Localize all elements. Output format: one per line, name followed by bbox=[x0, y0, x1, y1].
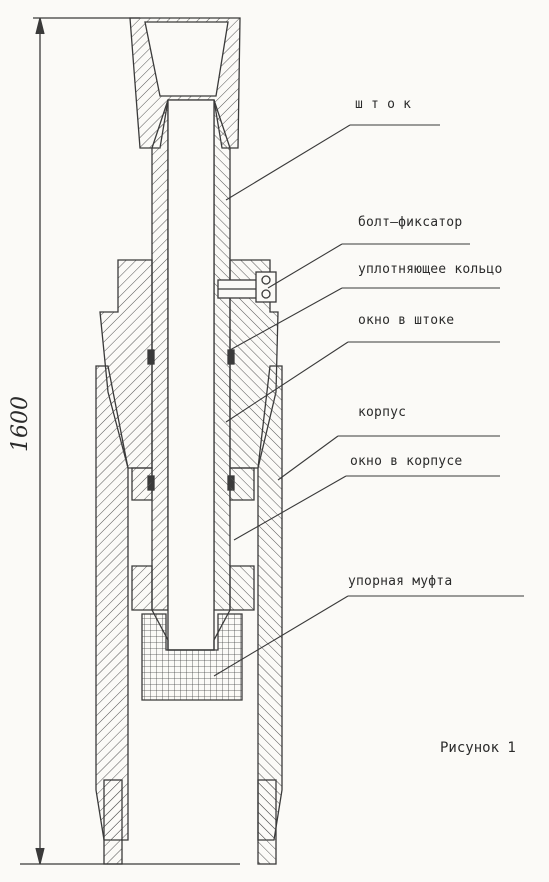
rod bbox=[151, 99, 231, 651]
leader-lines bbox=[213, 124, 524, 677]
figure-caption: Рисунок 1 bbox=[440, 740, 516, 756]
rod-window-label: окно в штоке bbox=[358, 313, 455, 328]
rod-label: ш т о к bbox=[355, 97, 412, 112]
body-window-label: окно в корпусе bbox=[350, 454, 463, 469]
stop-sleeve bbox=[141, 609, 243, 701]
dimension-value: 1600 bbox=[8, 396, 33, 452]
dimension-line bbox=[20, 17, 240, 865]
stop-sleeve-label: упорная муфта bbox=[348, 574, 453, 589]
lock-bolt-label: болт–фиксатор bbox=[358, 215, 463, 230]
top-coupling bbox=[129, 17, 241, 149]
seal-ring-label: уплотняющее кольцо bbox=[358, 262, 503, 277]
body-label: корпус bbox=[358, 405, 407, 420]
body bbox=[95, 365, 283, 865]
lock-bolt bbox=[217, 271, 277, 303]
inner-sleeve bbox=[131, 467, 255, 611]
